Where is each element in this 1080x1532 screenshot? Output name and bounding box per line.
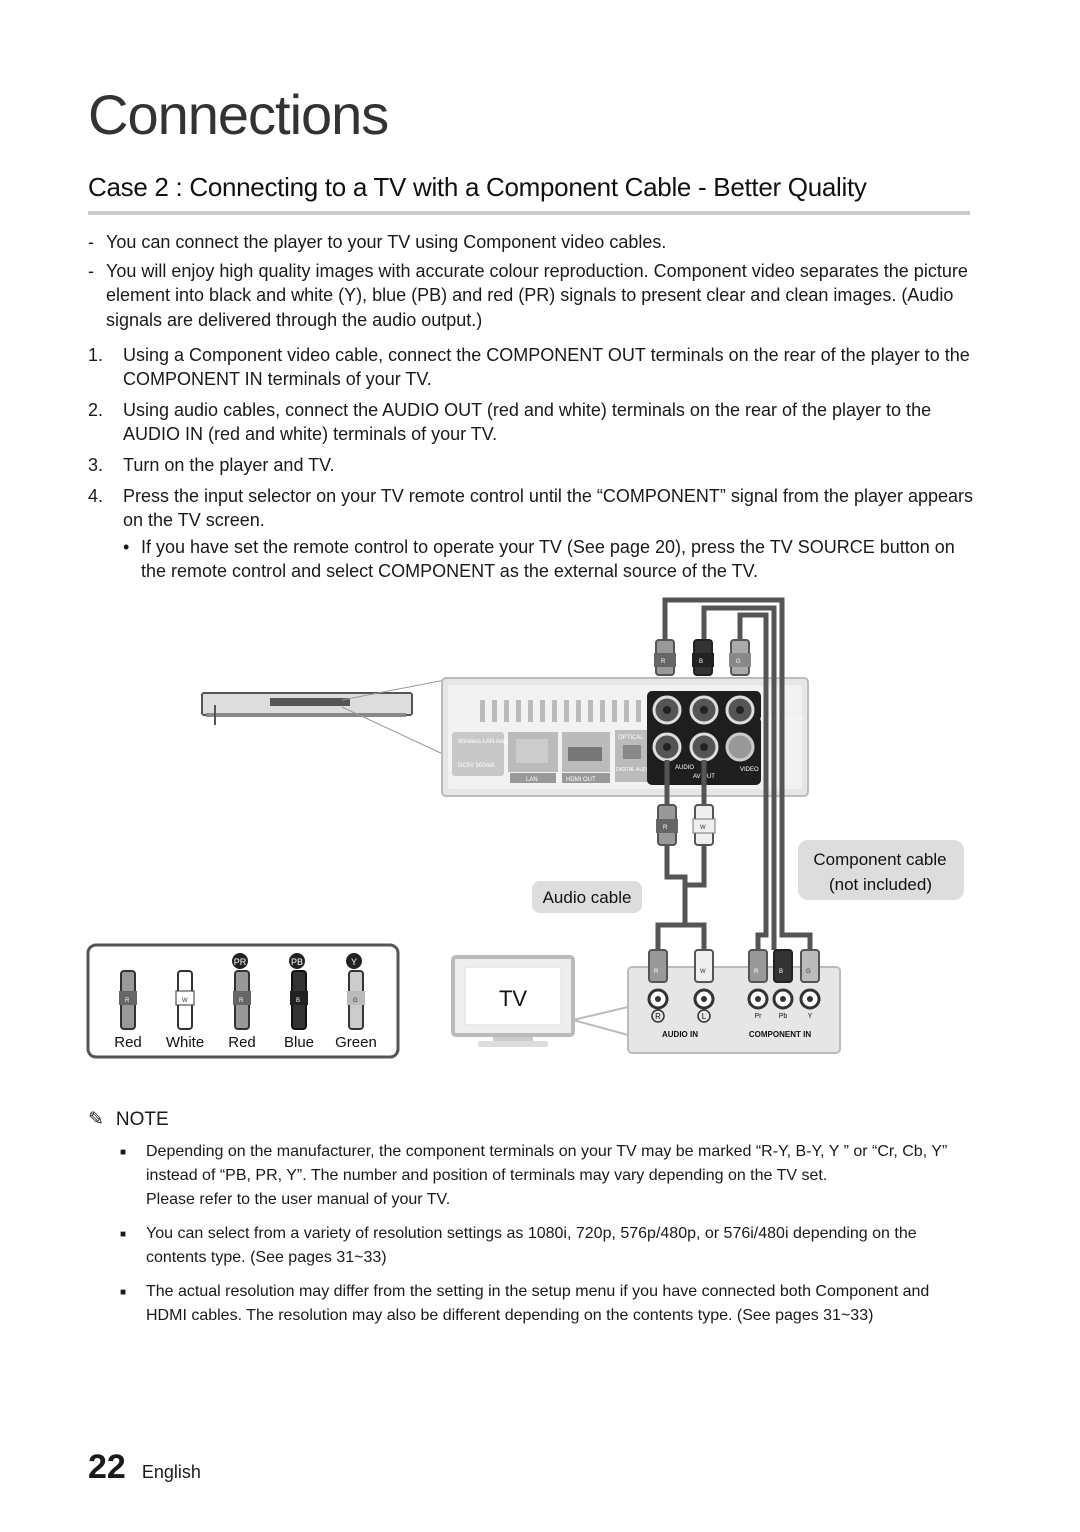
connection-diagram: Wireless LAN Adapter DC5V 500mA LAN HDMI…	[86, 597, 964, 1059]
plug-letter: R	[663, 825, 668, 831]
plug-letter: R	[661, 659, 666, 665]
audio-out-jacks	[652, 732, 719, 762]
legend-plug-blue: B	[290, 970, 308, 1030]
legend-top-label: Y	[351, 957, 357, 967]
svg-text:W: W	[182, 998, 188, 1004]
step-item: 1.Using a Component video cable, connect…	[88, 345, 970, 389]
square-bullet-icon: ■	[120, 1229, 127, 1240]
plug-letter: R	[654, 969, 659, 975]
svg-text:(not included): (not included)	[829, 875, 932, 894]
legend-color-label: Red	[114, 1034, 142, 1051]
tv-pb-label: Pb	[779, 1013, 788, 1020]
plug-letter: G	[806, 969, 811, 975]
tv-y-label: Y	[808, 1013, 813, 1020]
section-title: Case 2 : Connecting to a TV with a Compo…	[88, 172, 970, 215]
tv-input-panel: R W R B G R L Pr Pb Y AUDIO IN COMPONENT…	[627, 949, 841, 1054]
audio-cable-label: Audio cable	[532, 881, 642, 913]
note-heading: ✎ NOTE	[88, 1108, 169, 1131]
plug-letter: R	[754, 969, 759, 975]
video-label: VIDEO	[740, 767, 759, 773]
step-item: 2.Using audio cables, connect the AUDIO …	[88, 400, 932, 444]
player-rear-panel: Wireless LAN Adapter DC5V 500mA LAN HDMI…	[441, 677, 809, 797]
tv-component-in-label: COMPONENT IN	[749, 1030, 811, 1039]
steps-list: 1.Using a Component video cable, connect…	[88, 343, 978, 583]
intro-item: -You will enjoy high quality images with…	[88, 260, 968, 330]
svg-text:G: G	[353, 998, 358, 1004]
intro-list: -You can connect the player to your TV u…	[88, 230, 978, 336]
top-plugs: R B G	[654, 639, 751, 676]
legend-top-label: PR	[234, 957, 247, 967]
svg-text:Audio cable: Audio cable	[543, 888, 632, 907]
plug-letter: B	[699, 659, 703, 665]
tv-r-label: R	[655, 1012, 661, 1021]
lan-label: LAN	[526, 777, 538, 783]
notes-list: ■Depending on the manufacturer, the comp…	[120, 1140, 970, 1338]
middle-plugs: R W	[656, 804, 716, 846]
intro-item: -You can connect the player to your TV u…	[88, 232, 667, 252]
tv-pr-label: Pr	[755, 1013, 763, 1020]
player-front-image	[201, 679, 446, 756]
page-number: 22	[88, 1448, 126, 1486]
component-cable	[662, 597, 785, 905]
step-bullet: •If you have set the remote control to o…	[123, 537, 955, 581]
tv-l-label: L	[702, 1012, 707, 1021]
plug-letter: B	[779, 969, 783, 975]
note-item: ■The actual resolution may differ from t…	[120, 1280, 970, 1328]
component-out-jacks	[652, 695, 755, 725]
cable-color-legend: PR PB Y R W R B G Red Wh	[86, 943, 400, 1059]
plug-letter: W	[700, 825, 706, 831]
square-bullet-icon: ■	[120, 1287, 127, 1298]
legend-top-label: PB	[291, 957, 303, 967]
component-cable-label: Component cable (not included)	[798, 840, 964, 900]
plug-letter: W	[700, 969, 706, 975]
legend-plug-green: G	[347, 970, 365, 1030]
legend-color-label: Red	[228, 1034, 256, 1051]
svg-text:R: R	[239, 998, 244, 1004]
language-label: English	[141, 1462, 201, 1482]
audio-label: AUDIO	[675, 765, 694, 771]
legend-plug-red: R	[233, 970, 251, 1030]
plug-letter: G	[736, 659, 741, 665]
tv-jacks	[647, 988, 821, 1010]
page-footer: 22 English	[88, 1448, 201, 1487]
wireless-label: Wireless LAN Adapter	[458, 739, 517, 745]
tv-plugs: R W R B G	[648, 949, 820, 983]
tv-image: TV	[451, 955, 629, 1047]
legend-color-label: Green	[335, 1034, 377, 1051]
legend-color-label: Blue	[284, 1034, 314, 1051]
note-item: ■You can select from a variety of resolu…	[120, 1222, 970, 1270]
audio-cable-wire	[655, 760, 813, 950]
pencil-icon: ✎	[88, 1109, 104, 1130]
svg-text:B: B	[296, 998, 300, 1004]
step-item: 4.Press the input selector on your TV re…	[88, 486, 974, 530]
legend-plug-white: W	[175, 970, 195, 1030]
legend-plug-red: R	[119, 970, 137, 1030]
svg-text:Component cable: Component cable	[813, 850, 946, 869]
dc-label: DC5V 500mA	[458, 763, 495, 769]
svg-text:R: R	[125, 998, 130, 1004]
hdmi-label: HDMI OUT	[566, 777, 596, 783]
chapter-title: Connections	[88, 83, 389, 146]
tv-audio-in-label: AUDIO IN	[662, 1030, 698, 1039]
digital-label: DIGITAL AUDIO OUT	[616, 767, 664, 773]
legend-color-label: White	[166, 1034, 204, 1051]
optical-label: OPTICAL	[618, 735, 644, 741]
square-bullet-icon: ■	[120, 1147, 127, 1158]
note-item: ■Depending on the manufacturer, the comp…	[120, 1140, 970, 1212]
step-item: 3.Turn on the player and TV.	[88, 455, 335, 475]
tv-label: TV	[499, 986, 527, 1011]
